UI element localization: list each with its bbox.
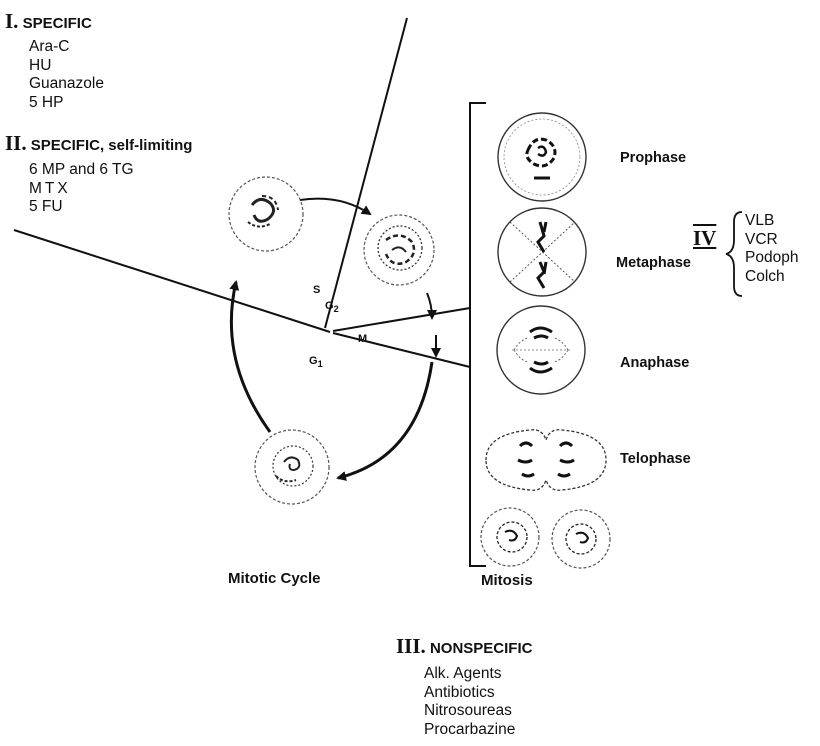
drug-item: Procarbazine: [424, 721, 515, 740]
arrow-m-to-g1: [338, 362, 432, 478]
caption-mitotic-cycle: Mitotic Cycle: [228, 570, 321, 587]
stage-label-telophase: Telophase: [620, 451, 691, 467]
group-iv-drug-list: VLB VCR Podoph Colch: [745, 212, 798, 286]
cell-daughter-cells: [481, 508, 610, 568]
group-iii-numeral: III.: [396, 634, 426, 658]
drug-item: VLB: [745, 212, 798, 231]
drug-item: 5 HP: [29, 94, 104, 113]
group-ii-title: SPECIFIC, self-limiting: [31, 137, 193, 154]
drug-item: HU: [29, 57, 104, 76]
drug-item: Nitrosoureas: [424, 702, 515, 721]
group-i-title: SPECIFIC: [23, 15, 92, 32]
drug-item: 5 FU: [29, 198, 134, 217]
phase-label-g1: G1: [309, 355, 323, 369]
group-iii-drug-list: Alk. Agents Antibiotics Nitrosoureas Pro…: [424, 665, 515, 739]
cell-prophase: [498, 113, 586, 201]
drug-item: MTX: [29, 180, 134, 199]
drug-item: 6 MP and 6 TG: [29, 161, 134, 180]
phase-label-g2-sub: 2: [334, 304, 339, 314]
cell-telophase: [486, 430, 606, 491]
cell-g1-phase: [255, 430, 329, 504]
group-iii-title: NONSPECIFIC: [430, 640, 533, 657]
drug-item: Ara-C: [29, 38, 104, 57]
cell-g2-phase: [364, 215, 434, 285]
phase-label-g1-main: G: [309, 355, 318, 367]
phase-label-g2-main: G: [325, 300, 334, 312]
caption-mitosis: Mitosis: [481, 572, 533, 589]
divider-line-m-g1: [333, 333, 470, 367]
stage-label-metaphase: Metaphase: [616, 255, 691, 271]
drug-item: Guanazole: [29, 75, 104, 94]
drug-item: Podoph: [745, 249, 798, 268]
cell-metaphase: [498, 208, 586, 296]
drug-item: Colch: [745, 268, 798, 287]
group-i-numeral: I.: [5, 9, 18, 33]
divider-line-s-g2: [325, 18, 407, 328]
group-iv-numeral: IV: [693, 226, 716, 251]
group-ii-heading: II. SPECIFIC, self-limiting: [5, 131, 192, 156]
cell-s-phase: [229, 177, 303, 251]
mitosis-bracket: [470, 103, 486, 566]
group-ii-drug-list: 6 MP and 6 TG MTX 5 FU: [29, 161, 134, 217]
group-i-drug-list: Ara-C HU Guanazole 5 HP: [29, 38, 104, 112]
group-ii-numeral: II.: [5, 131, 27, 155]
drug-item: VCR: [745, 231, 798, 250]
divider-line-g1-s: [14, 230, 330, 332]
drug-item: Antibiotics: [424, 684, 515, 703]
group-i-heading: I. SPECIFIC: [5, 9, 92, 34]
drug-item: Alk. Agents: [424, 665, 515, 684]
phase-label-s: S: [313, 284, 320, 296]
phase-label-g2: G2: [325, 300, 339, 314]
phase-label-g1-sub: 1: [318, 359, 323, 369]
brace-group-iv: [726, 212, 742, 296]
divider-line-g2-m: [333, 308, 470, 331]
phase-label-m: M: [358, 333, 367, 345]
group-iii-heading: III. NONSPECIFIC: [396, 634, 532, 659]
cell-anaphase: [497, 306, 585, 394]
stage-label-anaphase: Anaphase: [620, 355, 689, 371]
stage-label-prophase: Prophase: [620, 150, 686, 166]
arrow-g1-to-s: [231, 282, 270, 432]
